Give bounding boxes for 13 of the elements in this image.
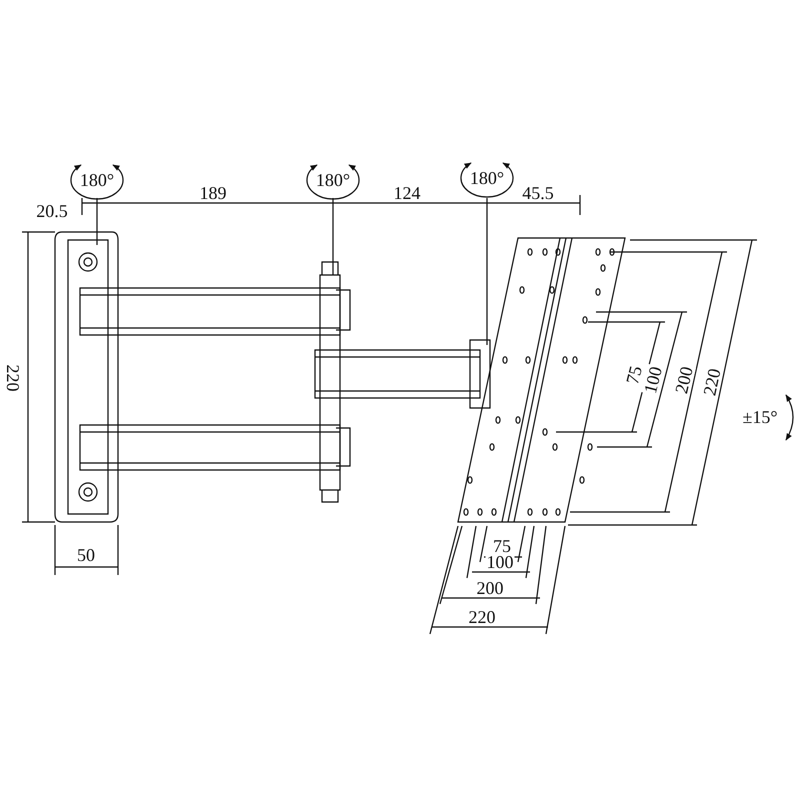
dimension-label: 50: [76, 546, 96, 564]
angle-label: 180°: [314, 171, 352, 189]
dimension-label: 189: [198, 184, 228, 202]
dimension-label: 45.5: [521, 184, 555, 202]
dimension-label: 20.5: [35, 202, 69, 220]
angle-label: 180°: [468, 169, 506, 187]
angle-label: 180°: [78, 171, 116, 189]
dimension-label: 100: [486, 553, 514, 571]
dimension-label: 220: [468, 608, 496, 626]
dimension-label: 200: [476, 579, 504, 597]
dimension-label: 124: [392, 184, 422, 202]
angle-label: ±15°: [741, 408, 779, 426]
dimension-label: 220: [4, 364, 22, 392]
